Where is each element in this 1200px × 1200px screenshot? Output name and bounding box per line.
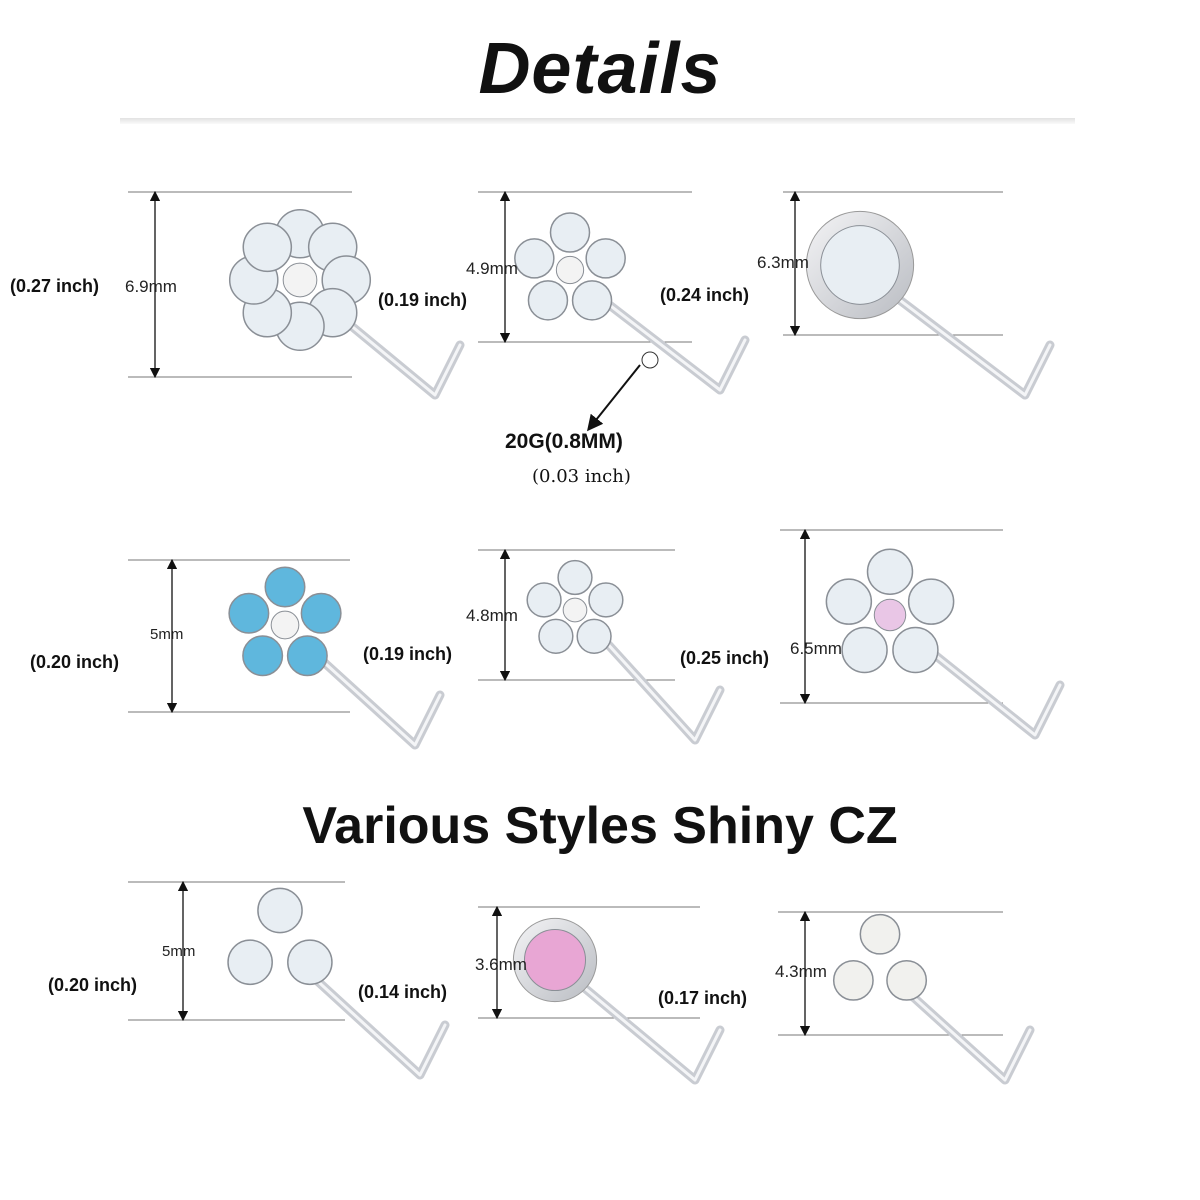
- item-6-mm: 6.5mm: [790, 639, 842, 658]
- gauge-pointer-arrow: [587, 364, 641, 432]
- gauge-ring: [641, 351, 659, 369]
- stone: [859, 913, 901, 955]
- stone: [576, 618, 612, 654]
- stone: [825, 578, 873, 625]
- stone: [549, 212, 591, 253]
- item-2-mm: 4.9mm: [466, 259, 518, 278]
- pin-highlight: [588, 288, 747, 392]
- item-1-mm: 6.9mm: [125, 277, 177, 296]
- stone: [588, 582, 624, 618]
- pin-highlight: [898, 983, 1032, 1082]
- page-title: Details: [478, 29, 722, 109]
- pin-highlight: [908, 633, 1062, 737]
- item-8-inch: (0.14 inch): [358, 982, 448, 1002]
- stone: [866, 548, 914, 595]
- pin-highlight: [878, 283, 1052, 397]
- stone: [228, 592, 270, 634]
- item-7-inch: (0.20 inch): [48, 975, 138, 995]
- item-5-mm: 4.8mm: [466, 606, 518, 625]
- stone: [514, 238, 555, 279]
- stone: [286, 635, 328, 677]
- center-stone: [270, 610, 300, 640]
- stone: [585, 238, 626, 279]
- stone: [300, 592, 342, 634]
- gauge-inch-label: (0.03 inch): [532, 466, 631, 487]
- stone: [907, 578, 955, 625]
- pin-highlight: [573, 978, 722, 1082]
- pin-shaft: [875, 280, 1055, 400]
- item-8-pink-teardrop: [478, 905, 725, 1085]
- item-3-inch: (0.24 inch): [660, 285, 750, 305]
- stone: [841, 626, 888, 674]
- stone: [892, 626, 939, 674]
- stone: [820, 225, 900, 305]
- item-1-flower: [128, 190, 465, 400]
- pin-highlight: [593, 628, 722, 742]
- stone: [527, 280, 569, 321]
- item-2-butterfly: [478, 190, 750, 395]
- gauge-label: 20G(0.8MM): [505, 430, 623, 453]
- stone: [557, 559, 593, 596]
- stone: [886, 959, 928, 1001]
- stone: [832, 959, 874, 1001]
- stone: [264, 566, 306, 608]
- title-divider: [120, 118, 1075, 124]
- item-9-mm: 4.3mm: [775, 962, 827, 981]
- pin-highlight: [318, 298, 462, 397]
- item-5-heart: [478, 548, 725, 745]
- subtitle: Various Styles Shiny CZ: [302, 797, 898, 855]
- center-stone: [282, 262, 318, 298]
- item-3-round-halo: [783, 190, 1055, 400]
- pin-shaft: [590, 625, 725, 745]
- stone: [538, 618, 574, 654]
- item-4-inch: (0.20 inch): [30, 652, 120, 672]
- stone: [242, 222, 293, 273]
- item-6-inch: (0.25 inch): [680, 648, 770, 668]
- stone: [526, 582, 562, 618]
- stone: [287, 939, 333, 986]
- item-3-mm: 6.3mm: [757, 253, 809, 272]
- item-4-blue-flower: [128, 558, 445, 750]
- center-stone: [555, 255, 585, 285]
- item-5-inch: (0.19 inch): [363, 644, 453, 664]
- item-9-inch: (0.17 inch): [658, 988, 748, 1008]
- item-6-opal-flower: [780, 528, 1065, 740]
- item-7-trio-cluster: [128, 880, 450, 1080]
- stone: [227, 939, 273, 986]
- pin-highlight: [298, 963, 447, 1077]
- stone: [523, 928, 587, 992]
- stone: [571, 280, 613, 321]
- item-9-opal-trio: [778, 910, 1035, 1085]
- pin-highlight: [303, 643, 442, 747]
- center-stone: [873, 598, 907, 632]
- stone: [257, 887, 303, 934]
- item-4-mm: 5mm: [150, 626, 184, 643]
- item-1-inch: (0.27 inch): [10, 276, 100, 296]
- item-2-inch: (0.19 inch): [378, 290, 468, 310]
- stone: [242, 635, 284, 677]
- center-stone: [562, 597, 588, 623]
- item-7-mm: 5mm: [162, 943, 196, 960]
- item-8-mm: 3.6mm: [475, 955, 527, 974]
